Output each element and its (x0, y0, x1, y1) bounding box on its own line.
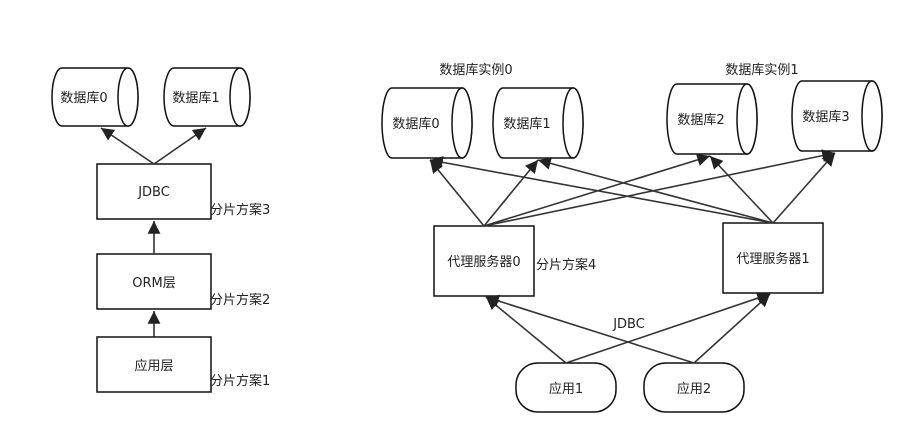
left-jdbc-label: JDBC (137, 185, 170, 200)
left-plan3-label: 分片方案3 (210, 202, 270, 218)
arrow-app1-proxy1 (565, 292, 771, 364)
arrow-proxy0-db3 (483, 149, 836, 227)
left-app-label: 应用层 (134, 358, 173, 374)
right-jdbc-label: JDBC (612, 317, 645, 332)
right-db2-label: 数据库2 (677, 112, 724, 128)
arrow-proxy1-db0 (429, 156, 774, 224)
arrow-proxy0-db1 (483, 159, 539, 227)
right-db1-label: 数据库1 (503, 116, 550, 132)
left-orm-label: ORM层 (132, 276, 175, 291)
plan4-label: 分片方案4 (536, 257, 596, 273)
proxy0-label: 代理服务器0 (447, 254, 520, 270)
right-db3-cylinder: 数据库3 (791, 80, 883, 152)
right-db3-label: 数据库3 (802, 109, 849, 125)
instance1-label: 数据库实例1 (725, 62, 798, 78)
arrow-app2-proxy0 (485, 294, 695, 364)
app2-label: 应用2 (677, 381, 711, 397)
proxy1-label: 代理服务器1 (736, 251, 809, 267)
app1-label: 应用1 (549, 381, 583, 397)
left-plan1-label: 分片方案1 (210, 373, 270, 389)
arrow-app1-proxy0 (485, 296, 567, 364)
left-db1-label: 数据库1 (172, 90, 219, 106)
left-db0-cylinder: 数据库0 (51, 67, 139, 127)
left-db0-label: 数据库0 (60, 90, 107, 106)
left-jdbc-box (96, 163, 212, 220)
left-arrow-jdbc-db1 (153, 127, 207, 165)
arrow-app2-proxy1 (693, 293, 771, 364)
left-plan2-label: 分片方案2 (210, 292, 270, 308)
right-db0-cylinder: 数据库0 (381, 87, 473, 159)
instance0-label: 数据库实例0 (439, 62, 512, 78)
right-db0-label: 数据库0 (392, 116, 439, 132)
left-arrow-jdbc-db0 (100, 127, 155, 165)
arrow-proxy1-db1 (537, 157, 774, 224)
proxy1-box (722, 222, 824, 294)
arrow-proxy1-db3 (772, 152, 836, 224)
right-db1-cylinder: 数据库1 (492, 87, 584, 159)
left-db1-cylinder: 数据库1 (163, 67, 251, 127)
left-orm-box (96, 253, 212, 310)
arrow-proxy0-db0 (429, 159, 485, 227)
proxy0-box (433, 225, 535, 297)
right-db2-cylinder: 数据库2 (666, 83, 758, 155)
arrow-proxy1-db2 (709, 155, 774, 224)
